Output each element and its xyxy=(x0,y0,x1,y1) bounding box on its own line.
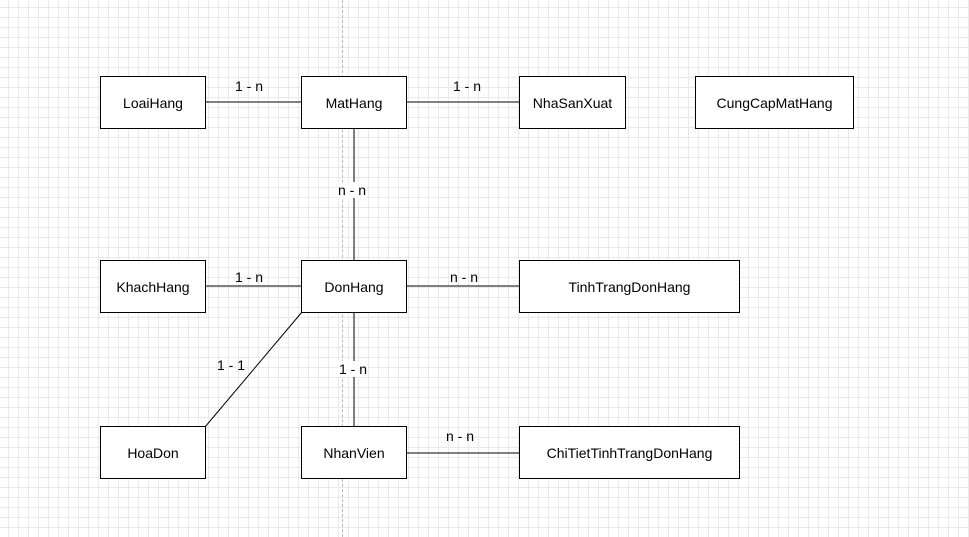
entity-hoadon[interactable]: HoaDon xyxy=(100,426,206,479)
entity-mathang[interactable]: MatHang xyxy=(301,76,407,129)
label-donhang-hoadon[interactable]: 1 - 1 xyxy=(217,357,246,373)
label-khachhang-donhang[interactable]: 1 - n xyxy=(235,269,264,285)
entity-cungcapmathang[interactable]: CungCapMatHang xyxy=(695,76,854,129)
label-mathang-donhang[interactable]: n - n xyxy=(337,182,368,198)
label-nhanvien-chitiettinhtrangdonhang[interactable]: n - n xyxy=(446,428,475,444)
entity-khachhang[interactable]: KhachHang xyxy=(100,260,206,313)
entity-tinhtrangdonhang[interactable]: TinhTrangDonHang xyxy=(519,260,740,313)
entity-chitiettinhtrangdonhang[interactable]: ChiTietTinhTrangDonHang xyxy=(519,426,740,479)
entity-donhang[interactable]: DonHang xyxy=(301,260,407,313)
edge-donhang-hoadon[interactable] xyxy=(204,311,303,428)
entity-nhasanxuat[interactable]: NhaSanXuat xyxy=(519,76,626,129)
entity-nhanvien[interactable]: NhanVien xyxy=(301,426,407,479)
label-loaihang-mathang[interactable]: 1 - n xyxy=(235,78,264,94)
label-mathang-nhasanxuat[interactable]: 1 - n xyxy=(453,78,482,94)
label-donhang-nhanvien[interactable]: 1 - n xyxy=(338,361,369,377)
label-donhang-tinhtrangdonhang[interactable]: n - n xyxy=(450,269,479,285)
entity-loaihang[interactable]: LoaiHang xyxy=(100,76,206,129)
